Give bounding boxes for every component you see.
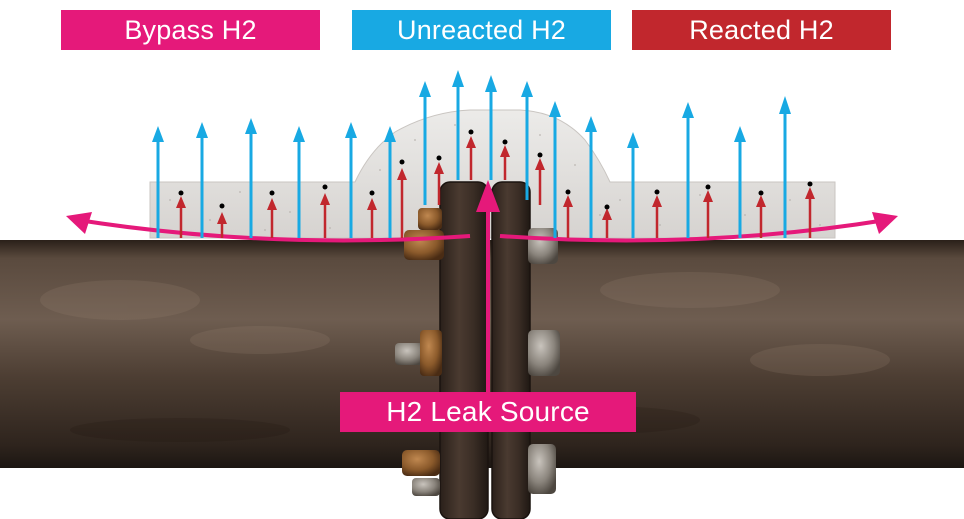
legend-unreacted-h2: Unreacted H2 [352, 10, 611, 50]
leak-source-label: H2 Leak Source [340, 392, 636, 432]
bolt-nut-mid-right [528, 330, 560, 376]
leak-source-arrowhead [476, 180, 500, 212]
legend-bypass-h2: Bypass H2 [61, 10, 320, 50]
coating-speckle [169, 124, 821, 231]
bolt-mid-left [395, 330, 442, 376]
bypass-arrowhead-left [66, 212, 92, 234]
bypass-flow-right [499, 218, 887, 243]
legend-reacted-h2: Reacted H2 [632, 10, 891, 50]
flange-right [491, 181, 531, 519]
reacted-dots [178, 129, 813, 210]
bolt-nut-bottom-right [528, 444, 556, 494]
bypass-flow-left [77, 218, 471, 243]
flange-left [439, 181, 489, 519]
bypass-arrowhead-right [872, 212, 898, 234]
bolt-bottom-left [402, 450, 440, 496]
